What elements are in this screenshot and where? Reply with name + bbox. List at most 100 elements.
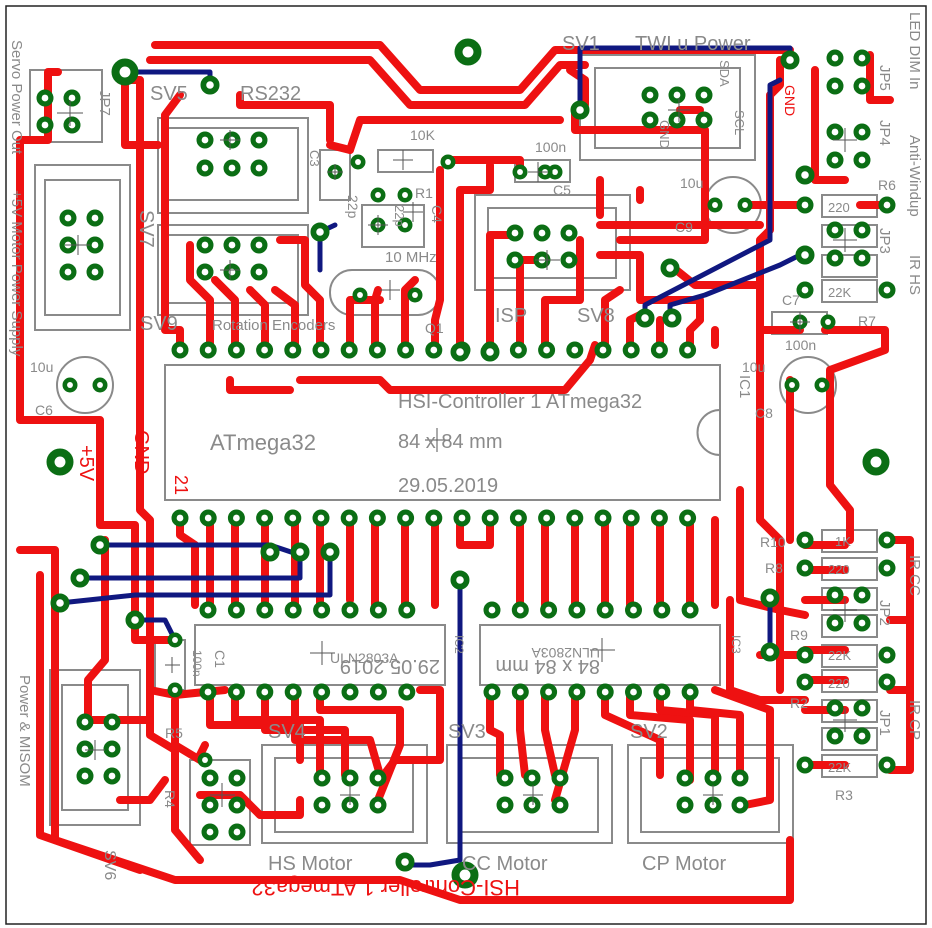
uln-pin-hole [488, 606, 496, 614]
component-pad-hole [67, 382, 73, 388]
resistor-pad-hole [883, 201, 891, 209]
uln-pin-hole [573, 688, 581, 696]
mcu-pin-hole [176, 346, 184, 354]
r3-value: 22K [828, 760, 851, 775]
r5-label: R5 [165, 725, 183, 741]
uln-pin-hole [686, 688, 694, 696]
via-hole [641, 314, 649, 322]
header-pin-hole [511, 256, 519, 264]
resistor-pad-hole [883, 651, 891, 659]
gnd-small-label: GND [782, 85, 798, 116]
via-hole [206, 81, 214, 89]
c9-value: 10u [680, 175, 703, 191]
header-pin-hole [228, 241, 236, 249]
header-pin-hole [858, 591, 866, 599]
uln-pin-hole [573, 606, 581, 614]
header-pin-hole [858, 226, 866, 234]
header-pin-hole [501, 801, 509, 809]
resistor-pad-hole [883, 536, 891, 544]
via-hole [666, 264, 674, 272]
component-pad-hole [789, 382, 795, 388]
pin21-label: 21 [171, 475, 191, 495]
mcu-pin-hole [204, 346, 212, 354]
resistor-pad-hole [883, 678, 891, 686]
mcu-pin-hole [543, 346, 550, 354]
isp-label: ISP [495, 305, 527, 327]
component-pad-hole [357, 292, 363, 298]
uln-pin-hole [318, 606, 325, 614]
sv5-label: SV5 [150, 83, 188, 105]
header-pin-hole [831, 619, 839, 627]
via-hole [668, 314, 676, 322]
cc-motor-label: CC Motor [462, 853, 548, 875]
header-pin-hole [233, 801, 241, 809]
header-pin-hole [858, 156, 866, 164]
mcu-pin-hole [261, 346, 268, 354]
uln-pin-hole [686, 606, 694, 614]
header-pin-hole [501, 774, 509, 782]
r7-value: 22K [828, 285, 851, 300]
header-pin-hole [556, 801, 564, 809]
header-pin-hole [81, 718, 89, 726]
header-pin-hole [736, 774, 744, 782]
resistor-pad-hole [801, 286, 809, 294]
r1-label: R1 [415, 185, 433, 201]
mcu-pin-hole [515, 346, 522, 354]
component-pad-hole [375, 192, 381, 198]
mcu-pin-hole [656, 346, 663, 354]
c5-value: 100n [535, 139, 566, 155]
r10-label: R10 [760, 534, 786, 550]
r9-label: R9 [790, 627, 808, 643]
uln-pin-hole [658, 688, 666, 696]
mcu-pin-hole [543, 514, 550, 522]
r10-value: 1K [835, 534, 851, 549]
c3-label: C3 [307, 150, 322, 167]
uln-pin-hole [545, 606, 552, 614]
r6-label: R6 [878, 177, 896, 193]
component-pad-hole [402, 192, 408, 198]
header-pin-hole [228, 164, 236, 172]
mcu-pin-hole [345, 514, 353, 522]
mcu-pin-hole [176, 514, 184, 522]
uln-pin-hole [516, 688, 524, 696]
scl-label: SCL [732, 110, 747, 135]
r2-label: R2 [790, 695, 808, 711]
header-pin-hole [681, 774, 689, 782]
uln-pin-hole [204, 606, 212, 614]
mcu-pin-hole [599, 514, 607, 522]
component-pad-hole [402, 222, 408, 228]
mounting-hole-hole [54, 456, 66, 468]
mcu-pin-hole [486, 514, 494, 522]
header-pin-hole [255, 241, 263, 249]
header-pin-hole [91, 214, 99, 222]
ir-cc-label: IR CC [906, 555, 923, 596]
sv3-label: SV3 [448, 721, 486, 743]
sv9-desc: Rotation Encoders [212, 317, 335, 334]
header-pin-hole [831, 156, 839, 164]
header-pin-hole [858, 619, 866, 627]
gnd-label: GND [130, 430, 152, 474]
header-pin-hole [646, 91, 654, 99]
resistor-pad-hole [801, 678, 809, 686]
mounting-hole-hole [462, 46, 474, 58]
r8-label: R8 [765, 560, 783, 576]
mounting-hole-hole [119, 66, 131, 78]
board-outline [5, 5, 927, 925]
led-dim-label: LED DIM In [906, 12, 923, 90]
uln-pin-hole [658, 606, 666, 614]
via-hole [296, 548, 304, 556]
header-pin-hole [318, 774, 326, 782]
jp4-label: JP4 [876, 120, 893, 146]
resistor-pad-hole [883, 761, 891, 769]
resistor-pad-hole [801, 651, 809, 659]
resistor-pad-hole [801, 761, 809, 769]
r3-label: R3 [835, 787, 853, 803]
uln-pin-hole [630, 606, 637, 614]
header-pin-hole [673, 91, 681, 99]
mcu-pin-hole [684, 514, 691, 522]
mcu-pin-hole [289, 514, 297, 522]
via-hole [766, 594, 774, 602]
date-mirrored: 29.05.2019 [340, 655, 440, 677]
c5-label: C5 [553, 182, 571, 198]
